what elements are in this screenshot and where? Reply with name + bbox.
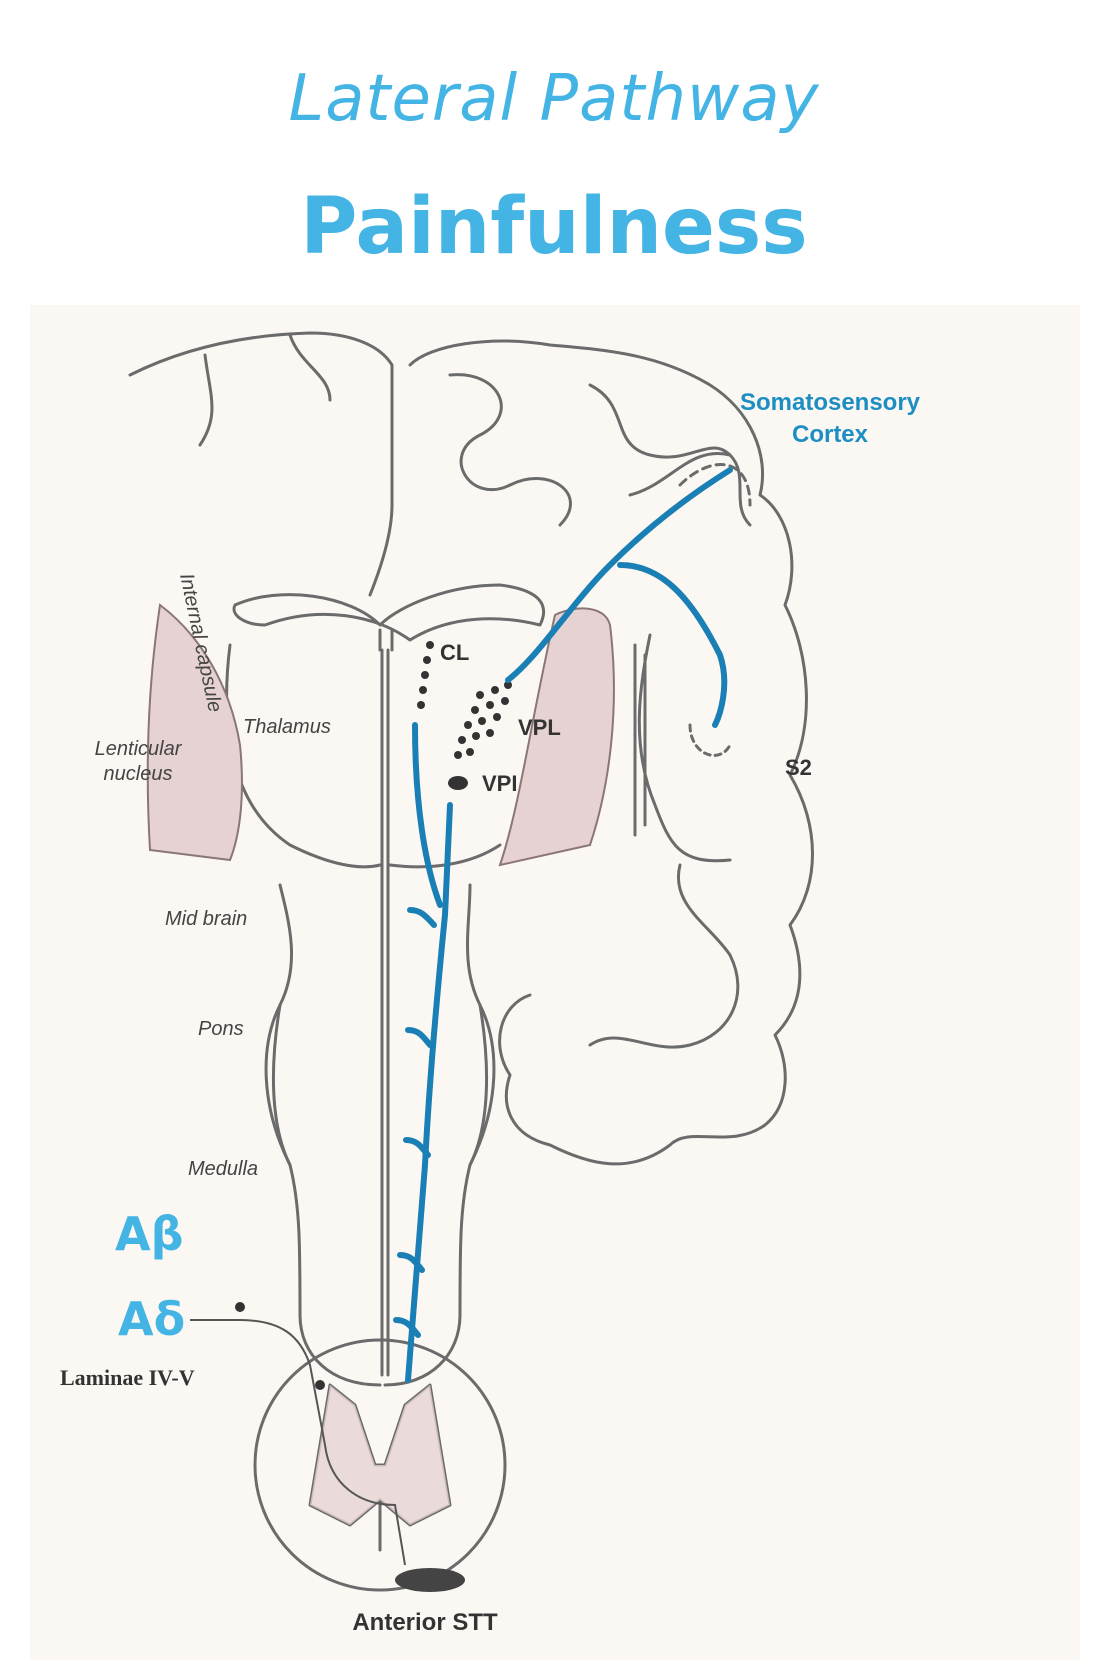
diagram-title: Painfulness	[300, 182, 808, 272]
vpl-dots	[454, 681, 512, 759]
brainstem-left	[271, 883, 302, 1317]
pons-label: Pons	[198, 1018, 244, 1040]
s2-label: S2	[785, 755, 812, 780]
grey-matter-fill	[310, 1385, 450, 1525]
anterior-stt-shape	[395, 1568, 465, 1592]
a-beta-label: Aβ	[115, 1207, 184, 1261]
insula-lines	[633, 643, 647, 837]
vpl-label: VPL	[518, 715, 561, 740]
pons-bulge	[264, 1003, 496, 1167]
dorsal-root-ganglion	[235, 1302, 245, 1312]
dashed-s2	[688, 723, 732, 757]
midbrain-label: Mid brain	[165, 908, 247, 930]
medulla-label: Medulla	[188, 1158, 258, 1180]
cl-label: CL	[440, 640, 469, 665]
septum	[378, 628, 394, 652]
stt-to-cl	[412, 722, 443, 908]
collateral-5	[393, 1317, 421, 1338]
right-gyrus-3	[628, 451, 752, 527]
right-hemisphere-outline	[408, 339, 814, 1166]
right-gyrus-1	[448, 373, 572, 527]
laminae-label: Laminae IV-V	[60, 1365, 195, 1390]
collateral-4	[397, 1252, 425, 1273]
a-delta-label: Aδ	[118, 1292, 185, 1346]
left-gyrus	[198, 353, 214, 447]
brain-diagram-svg: Somatosensory Cortex CL VPL VPI S2 Inter…	[60, 331, 921, 1636]
collateral-1	[407, 907, 437, 928]
lenticular-label-line2: nucleus	[104, 763, 173, 785]
anterior-stt-label: Anterior STT	[352, 1609, 498, 1636]
left-gyrus-2	[288, 333, 332, 402]
lenticular-nucleus-shape	[146, 603, 243, 862]
collateral-2	[405, 1027, 433, 1048]
pathway-figure: Somatosensory Cortex CL VPL VPI S2 Inter…	[30, 305, 1080, 1660]
right-gyrus-2	[588, 383, 732, 459]
stt-main	[405, 802, 453, 1383]
vpi-label: VPI	[482, 771, 517, 796]
cortex-label-line2: Cortex	[792, 421, 869, 448]
afferent-fiber	[190, 1319, 406, 1566]
lamina-neuron	[315, 1380, 325, 1390]
diagram-subtitle: Lateral Pathway	[288, 62, 820, 136]
sylvian-fold	[637, 633, 732, 863]
left-hemisphere-outline	[128, 331, 394, 597]
cortex-label-line1: Somatosensory	[740, 389, 921, 416]
cl-dots	[417, 641, 434, 709]
thalamus-label: Thalamus	[243, 716, 331, 738]
vpi-dot	[448, 776, 468, 790]
dashed-cortex	[678, 463, 752, 507]
corpus-callosum	[232, 583, 546, 642]
lenticular-label-line1: Lenticular	[95, 738, 183, 760]
lateral-pathway	[393, 467, 733, 1383]
spinal-cord-outline	[253, 1338, 507, 1592]
brainstem-right	[458, 883, 489, 1317]
temporal-gyri	[588, 863, 740, 1049]
right-putamen-shape	[498, 607, 615, 867]
collateral-3	[403, 1137, 431, 1158]
thalamus-outline	[225, 643, 382, 869]
medulla-outline	[298, 1313, 462, 1387]
thalamocortical	[505, 467, 733, 683]
branch-to-s2	[617, 562, 728, 728]
